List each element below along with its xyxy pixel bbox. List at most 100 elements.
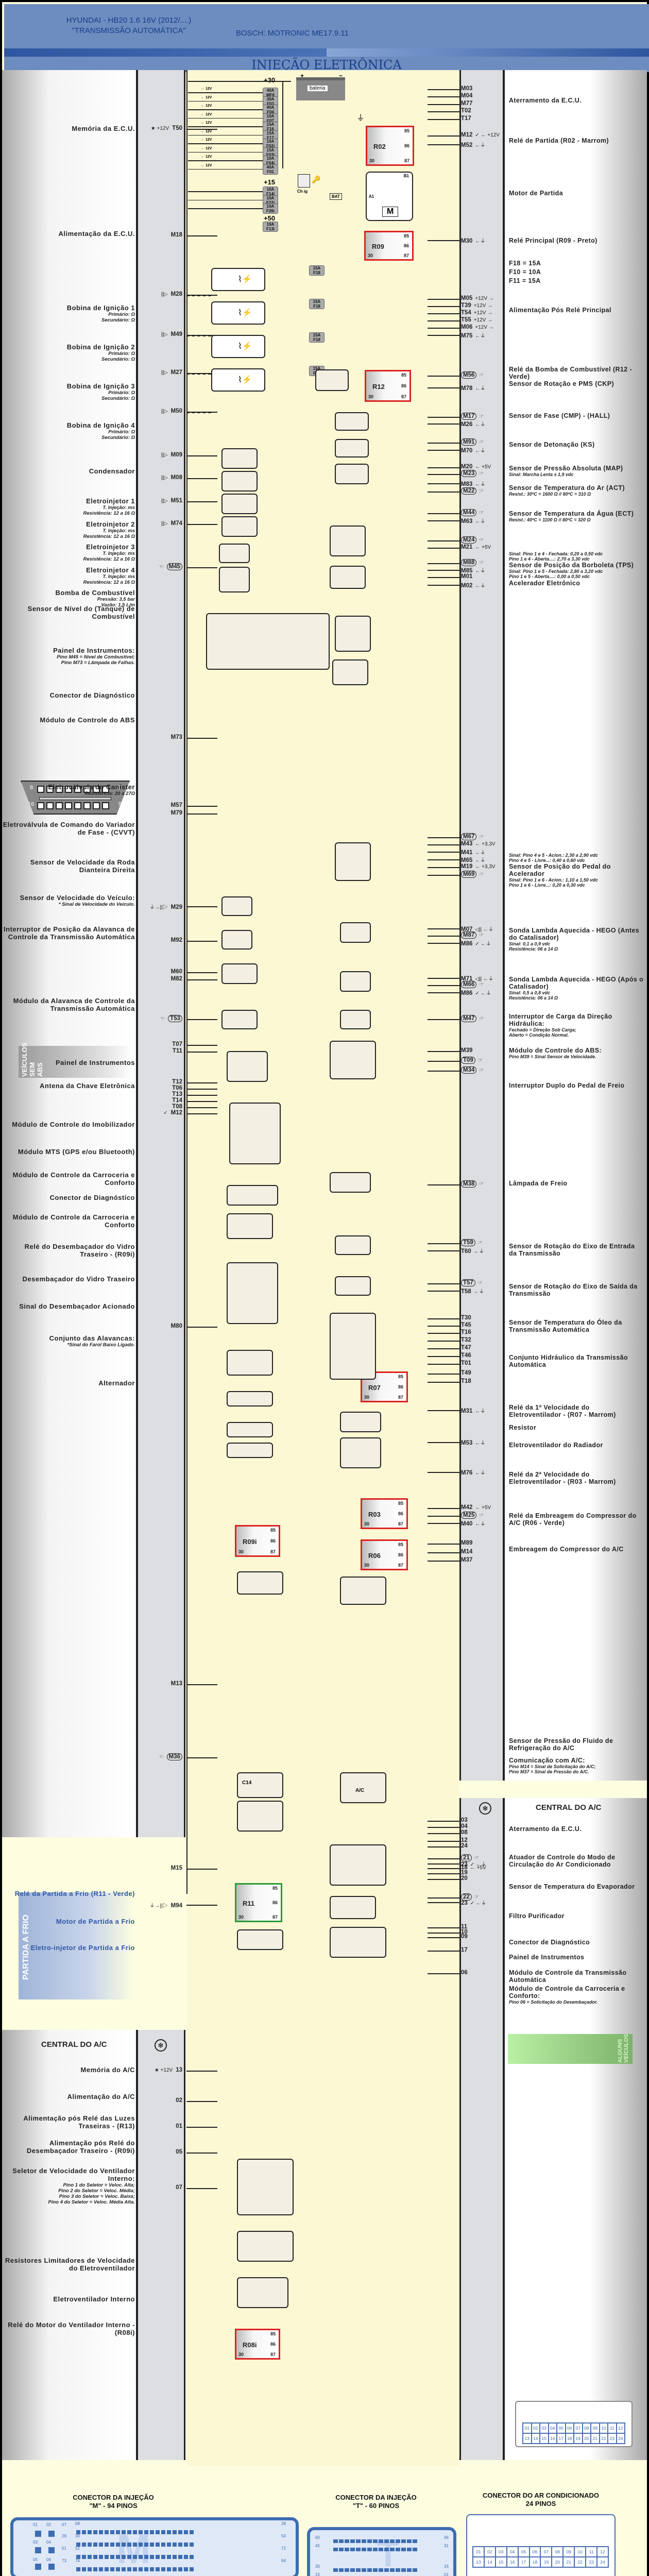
left-pin[interactable]: M13 <box>138 1681 182 1687</box>
right-pin[interactable]: T46 <box>461 1352 471 1359</box>
left-pin[interactable]: ⏚→||▷M94 <box>138 1901 182 1909</box>
right-pin[interactable]: M17☞ <box>461 413 484 420</box>
right-pin[interactable]: M14 <box>461 1549 472 1555</box>
right-pin[interactable]: 04 <box>461 1823 468 1829</box>
left-pin[interactable]: ||▷M27 <box>138 369 182 376</box>
right-pin[interactable]: M76←⏚ <box>461 1468 485 1476</box>
right-pin[interactable]: 11 <box>461 1924 467 1930</box>
right-pin[interactable]: M06+12V → <box>461 324 494 330</box>
left-pin[interactable]: ||▷M49 <box>138 331 182 337</box>
left-pin[interactable]: M57 <box>138 802 182 808</box>
right-pin[interactable]: M86✓ ←⏚ <box>461 989 491 996</box>
right-pin[interactable]: M71◁|| ←⏚ <box>461 974 493 982</box>
left-pin[interactable]: T12 <box>138 1079 182 1085</box>
left-pin[interactable]: ||▷M50 <box>138 408 182 414</box>
right-pin[interactable]: T47 <box>461 1345 471 1351</box>
right-pin[interactable]: T60←⏚ <box>461 1247 484 1255</box>
left-pin[interactable]: ✓M12 <box>138 1110 182 1116</box>
right-pin[interactable]: M42← +5V <box>461 1504 491 1511</box>
right-pin[interactable]: 23✓ ←⏚ <box>461 1860 486 1868</box>
right-pin[interactable]: 10 <box>461 1929 468 1935</box>
right-pin[interactable]: 23✓ ←⏚ <box>461 1899 486 1906</box>
right-pin[interactable]: T54+12V → <box>461 310 492 316</box>
right-pin[interactable]: M70←⏚ <box>461 446 485 454</box>
right-pin[interactable]: M69☞ <box>461 871 484 878</box>
right-pin[interactable]: M03 <box>461 86 472 92</box>
right-pin[interactable]: M20← +5V <box>461 464 491 470</box>
right-pin[interactable]: 17 <box>461 1947 468 1953</box>
left-pin[interactable]: 05 <box>138 2149 182 2155</box>
right-pin[interactable]: M25☞ <box>461 1512 484 1519</box>
left-pin[interactable]: ||▷M51 <box>138 498 182 504</box>
right-pin[interactable]: M91☞ <box>461 438 484 446</box>
right-pin[interactable]: M12✓ ← +12V <box>461 132 500 138</box>
right-pin[interactable]: 12 <box>461 1837 468 1843</box>
right-pin[interactable]: T58←⏚ <box>461 1287 484 1295</box>
right-pin[interactable]: T59☞ <box>461 1239 483 1246</box>
right-pin[interactable]: M26←⏚ <box>461 420 485 428</box>
right-pin[interactable]: T55+12V → <box>461 317 492 323</box>
right-pin[interactable]: T39+12V → <box>461 302 492 309</box>
right-pin[interactable]: T45 <box>461 1322 471 1328</box>
right-pin[interactable]: M44☞ <box>461 509 484 516</box>
left-pin[interactable]: ||▷M28 <box>138 291 182 297</box>
left-pin[interactable]: M73 <box>138 734 182 740</box>
left-pin[interactable]: 07 <box>138 2184 182 2191</box>
left-pin[interactable]: ⏚→||▷M29 <box>138 903 182 910</box>
right-pin[interactable]: M47☞ <box>461 1015 484 1022</box>
right-pin[interactable]: M37 <box>461 1557 472 1563</box>
right-pin[interactable]: T16 <box>461 1329 471 1335</box>
right-pin[interactable]: M02←⏚ <box>461 581 485 589</box>
left-pin[interactable]: T08 <box>138 1104 182 1110</box>
right-pin[interactable]: 21☞ <box>461 1854 479 1861</box>
left-pin[interactable]: M80 <box>138 1323 182 1329</box>
right-pin[interactable]: T18 <box>461 1378 471 1384</box>
right-pin[interactable]: M78←⏚ <box>461 384 485 392</box>
right-pin[interactable]: M07◁|| ←⏚ <box>461 925 493 933</box>
right-pin[interactable]: M53←⏚ <box>461 1438 485 1446</box>
right-pin[interactable]: 06 <box>461 1970 468 1976</box>
right-pin[interactable]: 24 <box>461 1843 468 1849</box>
right-pin[interactable]: M65←⏚ <box>461 856 485 863</box>
right-pin[interactable]: M30←⏚ <box>461 236 485 244</box>
left-pin[interactable]: ☜M36 <box>138 1753 182 1760</box>
right-pin[interactable]: M86✓ ←⏚ <box>461 939 491 947</box>
left-pin[interactable]: T14 <box>138 1097 182 1104</box>
right-pin[interactable]: 19 <box>461 1870 468 1876</box>
right-pin[interactable]: T49 <box>461 1370 471 1376</box>
right-pin[interactable]: M89 <box>461 1540 472 1546</box>
left-pin[interactable]: M92 <box>138 937 182 943</box>
right-pin[interactable]: M31←⏚ <box>461 1406 485 1414</box>
right-pin[interactable]: T30 <box>461 1315 471 1321</box>
right-pin[interactable]: M56☞ <box>461 371 484 379</box>
right-pin[interactable]: T02 <box>461 108 471 114</box>
left-pin[interactable]: ||▷M08 <box>138 474 182 481</box>
right-pin[interactable]: M77 <box>461 100 472 107</box>
left-pin[interactable]: ||▷M09 <box>138 452 182 458</box>
ignition-switch[interactable] <box>298 174 310 188</box>
left-pin[interactable]: T07 <box>138 1041 182 1047</box>
left-pin[interactable]: M18 <box>138 232 182 238</box>
right-pin[interactable]: T32 <box>461 1337 471 1343</box>
right-pin[interactable]: 09 <box>461 1934 468 1940</box>
right-pin[interactable]: M19← +3,3V <box>461 863 496 870</box>
right-pin[interactable]: M01 <box>461 573 472 580</box>
left-pin[interactable]: ||▷M74 <box>138 520 182 527</box>
right-pin[interactable]: T09☞ <box>461 1057 483 1064</box>
right-pin[interactable]: M34☞ <box>461 1066 484 1074</box>
right-pin[interactable]: M52←⏚ <box>461 141 485 148</box>
right-pin[interactable]: M04 <box>461 93 472 99</box>
left-pin[interactable]: ☜M45 <box>138 563 182 570</box>
right-pin[interactable]: M85←⏚ <box>461 566 485 574</box>
left-pin[interactable]: ☜T53 <box>138 1015 182 1022</box>
right-pin[interactable]: 20 <box>461 1875 468 1882</box>
right-pin[interactable]: M67☞ <box>461 833 484 840</box>
right-pin[interactable]: M83←⏚ <box>461 480 485 487</box>
left-pin[interactable]: M15 <box>138 1865 182 1871</box>
left-pin[interactable]: T06 <box>138 1085 182 1091</box>
right-pin[interactable]: T17 <box>461 115 471 122</box>
right-pin[interactable]: M23☞ <box>461 470 484 477</box>
right-pin[interactable]: 03 <box>461 1817 468 1823</box>
